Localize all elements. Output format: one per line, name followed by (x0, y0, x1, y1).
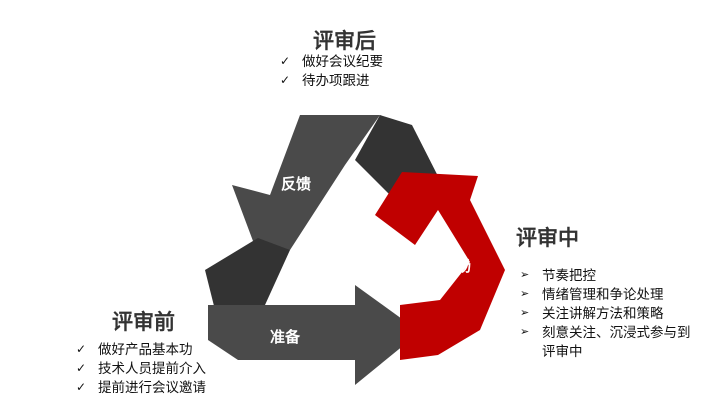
prepare-arrow-back (205, 238, 290, 310)
list-item: ✓做好产品基本功 (76, 342, 193, 357)
control-arrow-label: 控场 (441, 258, 472, 275)
check-icon: ✓ (76, 380, 87, 394)
list-item: ✓待办项跟进 (280, 73, 370, 88)
stage-title-during: 评审中 (516, 227, 579, 250)
stage-title-after: 评审后 (313, 30, 376, 53)
list-item: ✓做好会议纪要 (280, 54, 383, 69)
list-item: 评审中 (542, 344, 583, 359)
arrowhead-icon: ➢ (520, 326, 530, 338)
check-icon: ✓ (76, 361, 87, 375)
control-arrow (375, 172, 505, 360)
list-item: ✓技术人员提前介入 (76, 361, 206, 376)
prepare-arrow-label: 准备 (270, 329, 301, 346)
check-icon: ✓ (280, 73, 291, 87)
list-item: ➢刻意关注、沉浸式参与到 (520, 325, 691, 340)
check-icon: ✓ (76, 342, 87, 356)
feedback-arrow (232, 115, 380, 265)
stage-before-list: ✓做好产品基本功 ✓技术人员提前介入 ✓提前进行会议邀请 (76, 340, 206, 397)
list-item: ➢节奏把控 (520, 268, 596, 283)
arrowhead-icon: ➢ (520, 307, 530, 319)
arrowhead-icon: ➢ (520, 288, 530, 300)
arrowhead-icon: ➢ (520, 269, 530, 281)
list-item: ➢情绪管理和争论处理 (520, 287, 664, 302)
prepare-arrow (208, 285, 420, 385)
stage-title-before: 评审前 (112, 311, 175, 334)
feedback-arrow-label: 反馈 (281, 176, 312, 193)
check-icon: ✓ (280, 54, 291, 68)
stage-during-list: ➢节奏把控 ➢情绪管理和争论处理 ➢关注讲解方法和策略 ➢刻意关注、沉浸式参与到… (520, 266, 691, 361)
list-item: ✓提前进行会议邀请 (76, 380, 206, 395)
list-item: ➢关注讲解方法和策略 (520, 306, 664, 321)
stage-after-list: ✓做好会议纪要 ✓待办项跟进 (280, 52, 383, 90)
